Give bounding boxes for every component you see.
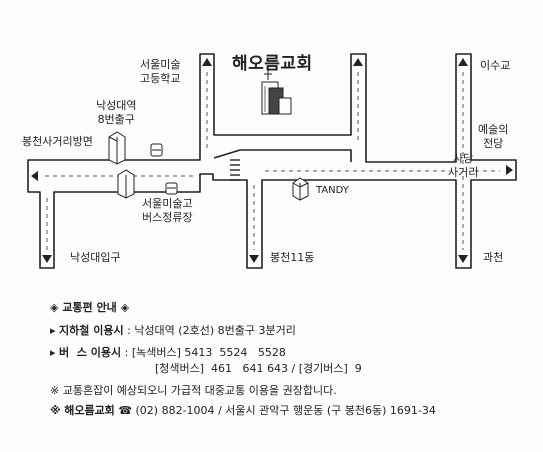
arrow-up-icon bbox=[458, 58, 468, 66]
arrow-right-icon bbox=[506, 165, 513, 175]
bus-info: ▸ 버 스 이용시 : [녹색버스] 5413 5524 5528 bbox=[50, 346, 286, 359]
bus-stop-icon bbox=[165, 182, 178, 195]
arrow-down-icon bbox=[42, 255, 52, 263]
crosswalk bbox=[230, 159, 240, 181]
arrow-up-icon bbox=[353, 58, 363, 66]
transport-heading: ◈ 교통편 안내 ◈ bbox=[50, 301, 130, 314]
arrow-left-icon bbox=[31, 171, 38, 181]
label-art-hall: 예술의 전당 bbox=[478, 123, 509, 150]
label-sadang-sageori: 사당 사거리 bbox=[448, 152, 479, 179]
road-inner-block bbox=[213, 149, 352, 162]
label-nakseongdae-exit: 낙성대역 8번출구 bbox=[96, 99, 137, 126]
label-bongcheon-sageori: 봉천사거리방면 bbox=[22, 135, 93, 148]
church-phone: (02) 882-1004 bbox=[135, 404, 215, 417]
subway-exit-icon bbox=[108, 131, 126, 165]
church-contact: ※ 해오름교회 ☎ (02) 882-1004 / 서울시 관악구 행운동 (구… bbox=[50, 404, 436, 417]
arrow-up-icon bbox=[202, 58, 212, 66]
church-building-icon bbox=[261, 70, 292, 115]
subway-info: ▸ 지하철 이용시 : 낙성대역 (2호선) 8번출구 3분거리 bbox=[50, 324, 296, 337]
bus-info-line2: [청색버스] 461 641 643 / [경기버스] 9 bbox=[155, 362, 362, 375]
label-gwacheon: 과천 bbox=[483, 251, 504, 264]
church-map-title: 해오름교회 bbox=[232, 54, 313, 74]
building-icon bbox=[117, 169, 135, 199]
label-isugyo: 이수교 bbox=[480, 59, 511, 72]
church-address: / 서울시 관악구 행운동 (구 봉천6동) 1691-34 bbox=[218, 404, 436, 417]
label-art-high-school: 서울미술 고등학교 bbox=[140, 58, 181, 85]
traffic-notice: ※ 교통혼잡이 예상되오니 가급적 대중교통 이용을 권장합니다. bbox=[50, 384, 337, 397]
phone-icon: ☎ bbox=[118, 404, 133, 417]
arrow-down-icon bbox=[458, 255, 468, 263]
arrow-down-icon bbox=[249, 255, 259, 263]
diamond-icon: ◈ bbox=[50, 301, 59, 314]
tandy-building-icon bbox=[292, 177, 309, 201]
road-outline bbox=[27, 53, 517, 269]
label-nakseongdae-ipgu: 낙성대입구 bbox=[70, 251, 121, 264]
label-tandy: TANDY bbox=[316, 185, 349, 196]
label-bongcheon11: 봉천11동 bbox=[270, 251, 315, 264]
bullet-icon: ▸ bbox=[50, 346, 56, 359]
road-center-lines bbox=[45, 72, 500, 250]
label-bus-stop: 서울미술고 버스정류장 bbox=[142, 197, 193, 224]
bullet-icon: ▸ bbox=[50, 324, 56, 337]
bus-icon bbox=[150, 143, 163, 157]
diamond-icon: ◈ bbox=[120, 301, 130, 314]
church-name: 해오름교회 bbox=[64, 404, 115, 417]
